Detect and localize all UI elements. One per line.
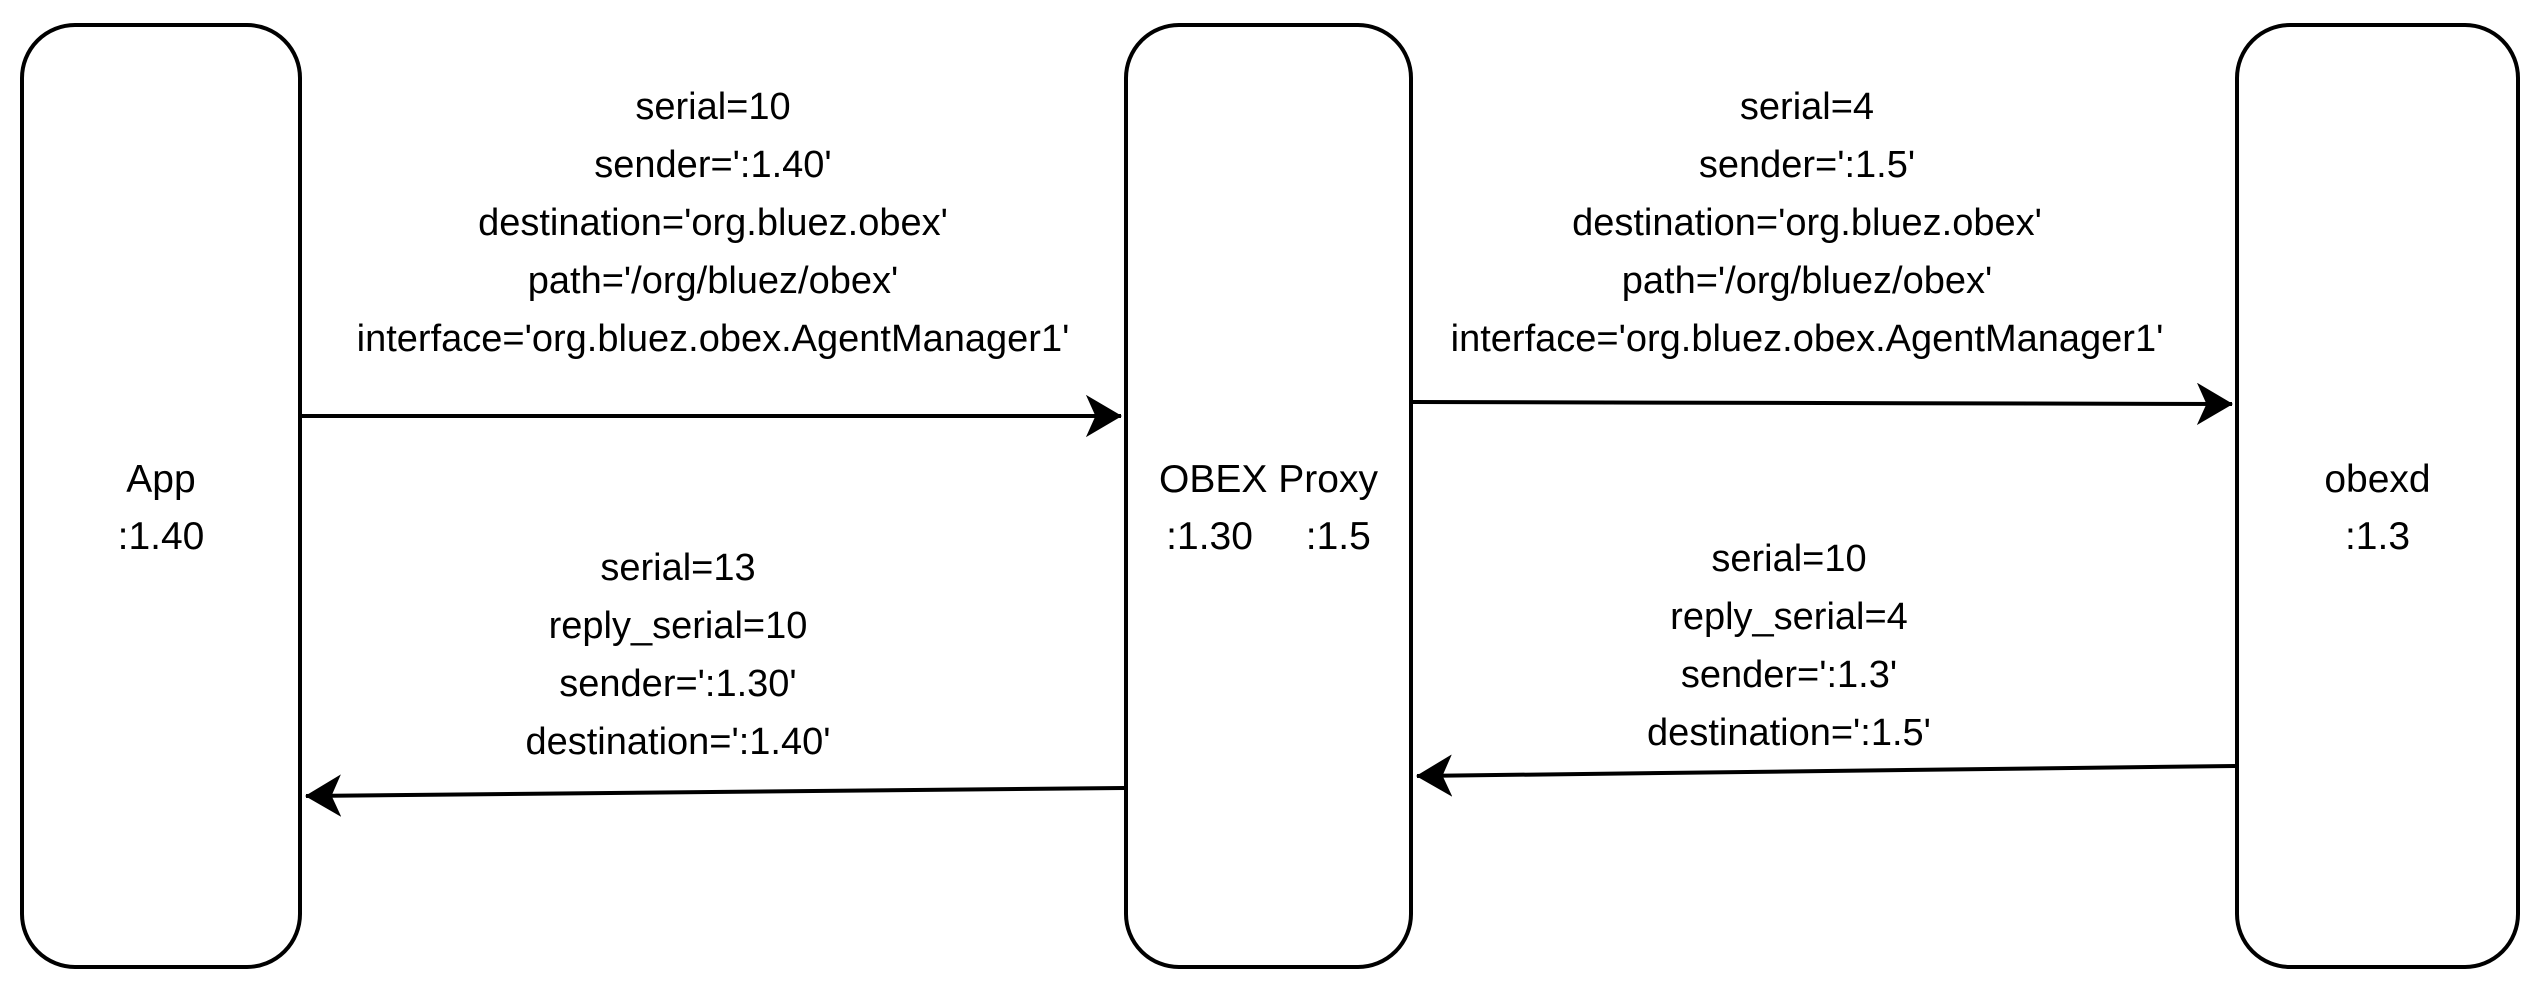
node-obex-proxy-addresses: :1.30 :1.5 (1128, 508, 1409, 565)
message-label-proxy-to-obexd: serial=4 sender=':1.5' destination='org.… (1347, 78, 2267, 368)
message-line: serial=4 (1739, 86, 1875, 128)
message-line: path='/org/bluez/obex' (527, 260, 899, 302)
message-line: sender=':1.3' (1680, 654, 1898, 696)
node-obex-proxy-address-1: :1.30 (1166, 515, 1253, 558)
message-line: reply_serial=4 (1670, 596, 1908, 638)
node-obex-proxy-label: OBEX Proxy :1.30 :1.5 (1128, 451, 1409, 565)
node-obexd: obexd :1.3 (2235, 23, 2520, 969)
message-line: destination=':1.40' (525, 721, 831, 763)
message-line: serial=13 (600, 547, 756, 589)
node-app-address-value: :1.40 (117, 515, 205, 558)
message-line: destination='org.bluez.obex' (1572, 202, 2042, 244)
message-line: sender=':1.40' (594, 144, 832, 186)
node-obexd-label: obexd :1.3 (2239, 451, 2516, 565)
message-line: reply_serial=10 (548, 605, 808, 647)
message-line: serial=10 (635, 86, 791, 128)
message-line: path='/org/bluez/obex' (1621, 260, 1993, 302)
message-line: destination=':1.5' (1647, 712, 1931, 754)
node-obex-proxy-address-2: :1.5 (1305, 515, 1371, 558)
arrow-proxy-to-app (306, 788, 1125, 796)
arrow-proxy-to-obexd (1412, 402, 2232, 404)
message-line: destination='org.bluez.obex' (478, 202, 948, 244)
message-line: interface='org.bluez.obex.AgentManager1' (356, 318, 1070, 360)
message-line: sender=':1.30' (559, 663, 797, 705)
message-line: serial=10 (1711, 538, 1867, 580)
node-obex-proxy-title: OBEX Proxy (1159, 458, 1378, 501)
message-line: sender=':1.5' (1698, 144, 1916, 186)
node-obexd-title: obexd (2324, 458, 2431, 501)
node-app-title: App (126, 458, 196, 501)
message-label-proxy-to-app: serial=13 reply_serial=10 sender=':1.30'… (218, 539, 1138, 771)
node-obexd-address: :1.3 (2239, 508, 2516, 565)
node-app-address: :1.40 (24, 508, 298, 565)
node-obex-proxy: OBEX Proxy :1.30 :1.5 (1124, 23, 1413, 969)
message-label-obexd-to-proxy: serial=10 reply_serial=4 sender=':1.3' d… (1329, 530, 2249, 762)
node-obexd-address-value: :1.3 (2344, 515, 2411, 558)
message-label-app-to-proxy: serial=10 sender=':1.40' destination='or… (253, 78, 1173, 368)
message-line: interface='org.bluez.obex.AgentManager1' (1450, 318, 2164, 360)
node-app: App :1.40 (20, 23, 302, 969)
arrow-obexd-to-proxy (1417, 766, 2236, 776)
node-app-label: App :1.40 (24, 451, 298, 565)
